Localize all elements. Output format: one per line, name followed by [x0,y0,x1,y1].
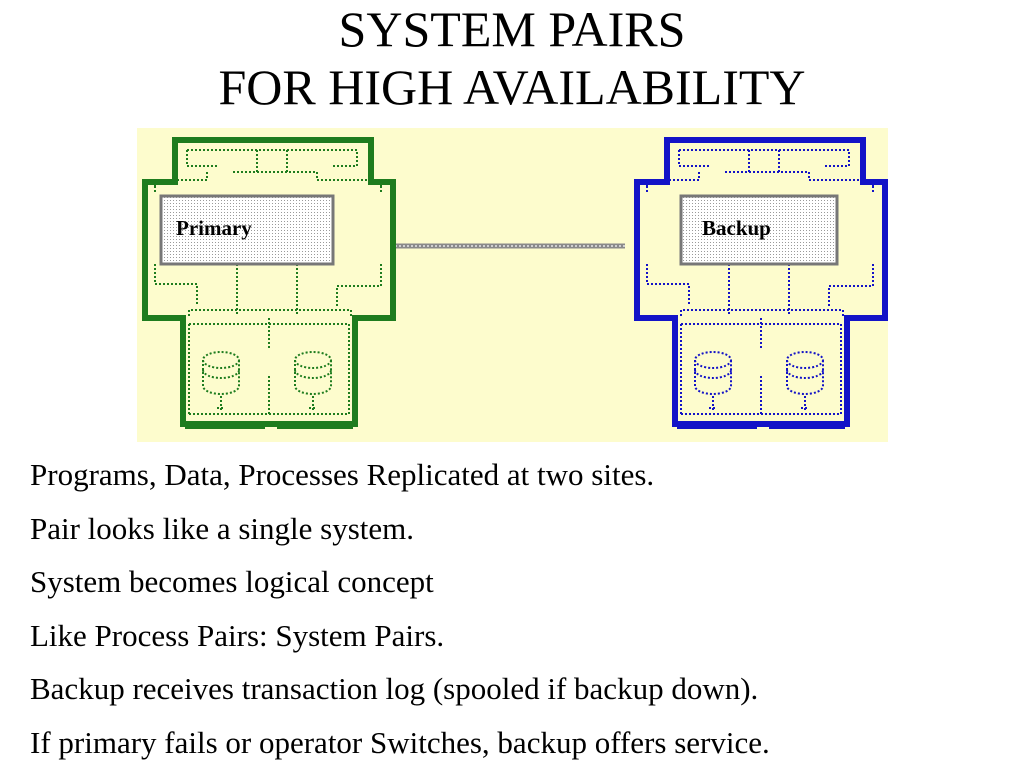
diagram-background [137,128,888,442]
backup-label: Backup [702,216,771,240]
bullet-item: If primary fails or operator Switches, b… [30,716,770,769]
title-line-1: SYSTEM PAIRS [339,1,686,57]
title-line-2: FOR HIGH AVAILABILITY [218,59,805,115]
bullet-item: Like Process Pairs: System Pairs. [30,609,770,663]
bullet-item: Pair looks like a single system. [30,502,770,556]
slide-title: SYSTEM PAIRS FOR HIGH AVAILABILITY [0,0,1024,116]
primary-label: Primary [176,216,252,240]
bullet-item: System becomes logical concept [30,555,770,609]
bullet-item: Programs, Data, Processes Replicated at … [30,448,770,502]
bullet-item: Backup receives transaction log (spooled… [30,662,770,716]
system-pair-diagram: Primary Backup [137,128,888,442]
bullet-list: Programs, Data, Processes Replicated at … [30,448,770,769]
